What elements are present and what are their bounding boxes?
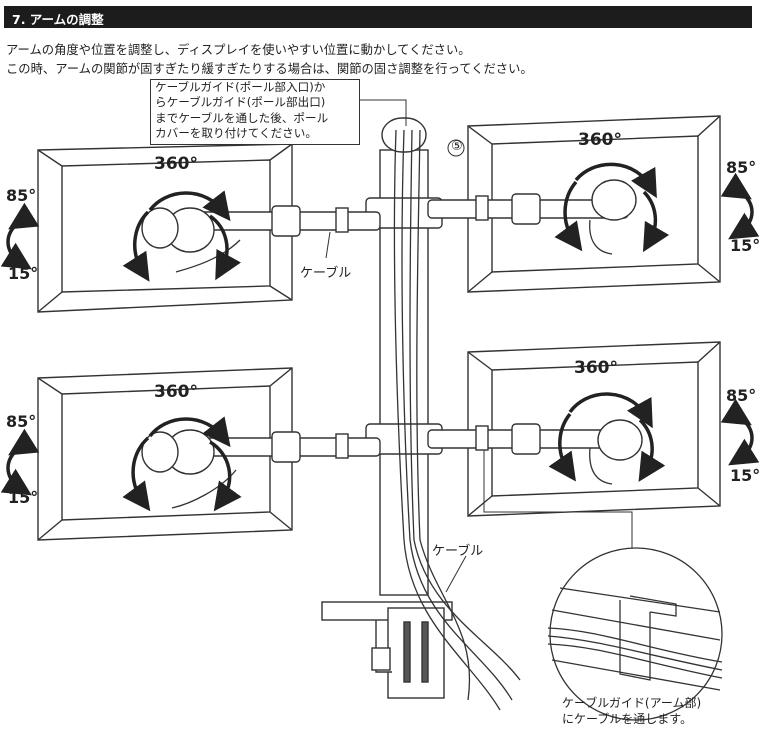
rotation-label-top-left: 360° bbox=[154, 154, 198, 174]
tilt-up-label-bottom-right: 85° bbox=[726, 386, 757, 405]
cable-label-arm: ケーブル bbox=[300, 266, 352, 281]
intro-line-2: この時、アームの関節が固すぎたり緩すぎたりする場合は、関節の固さ調整を行ってくだ… bbox=[6, 62, 533, 76]
leader-lines bbox=[325, 99, 633, 593]
callout-line-4: カバーを取り付けてください。 bbox=[155, 125, 317, 140]
pole bbox=[365, 117, 443, 596]
section-header: 7. アームの調整 bbox=[4, 6, 752, 28]
rotation-label-bottom-right: 360° bbox=[574, 358, 618, 378]
tilt-down-label-top-right: 15° bbox=[730, 236, 761, 255]
rotation-label-top-right: 360° bbox=[578, 130, 622, 150]
tilt-down-label-bottom-left: 15° bbox=[8, 488, 39, 507]
tilt-up-label-top-right: 85° bbox=[726, 158, 757, 177]
tilt-up-label-bottom-left: 85° bbox=[6, 412, 37, 431]
callout-line-3: までケーブルを通した後、ポール bbox=[155, 110, 329, 125]
arm-top-left bbox=[141, 205, 381, 253]
callout-line-1: ケーブルガイド(ポール部入口)か bbox=[155, 80, 326, 94]
cable-guide-detail bbox=[547, 547, 723, 721]
section-title: 7. アームの調整 bbox=[12, 12, 104, 27]
step-marker-circle bbox=[447, 139, 465, 157]
cable-routing-callout: ケーブルガイド(ポール部入口)か らケーブルガイド(ポール部出口) までケーブル… bbox=[150, 79, 360, 145]
tilt-down-label-top-left: 15° bbox=[8, 264, 39, 283]
arm-bottom-right bbox=[427, 419, 643, 461]
arm-bottom-left bbox=[141, 429, 381, 475]
arm-guide-caption-1: ケーブルガイド(アーム部) bbox=[562, 696, 702, 710]
arm-top-right bbox=[427, 179, 637, 225]
tilt-down-label-bottom-right: 15° bbox=[730, 466, 761, 485]
tilt-arrows bbox=[0, 172, 760, 496]
tilt-up-label-top-left: 85° bbox=[6, 186, 37, 205]
callout-line-2: らケーブルガイド(ポール部出口) bbox=[155, 95, 326, 110]
rotate-arrows bbox=[122, 162, 670, 512]
step-marker: ⑤ bbox=[451, 139, 463, 154]
intro-line-1: アームの角度や位置を調整し、ディスプレイを使いやすい位置に動かしてください。 bbox=[6, 43, 471, 57]
desk-clamp bbox=[321, 601, 453, 699]
arm-guide-caption-2: にケーブルを通します。 bbox=[562, 712, 693, 726]
rotation-label-bottom-left: 360° bbox=[154, 382, 198, 402]
cable-label-base: ケーブル bbox=[432, 544, 484, 559]
